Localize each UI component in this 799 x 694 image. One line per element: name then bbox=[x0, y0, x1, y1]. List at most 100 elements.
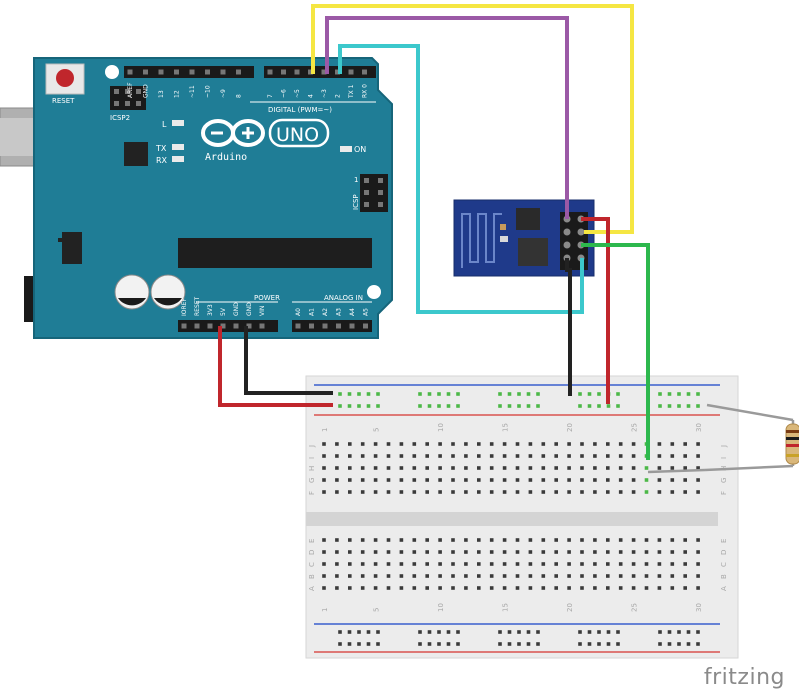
terminal-hole bbox=[464, 442, 468, 446]
rail-hole bbox=[347, 642, 352, 646]
rail-hole bbox=[696, 392, 700, 396]
digital-pin bbox=[281, 69, 286, 75]
terminal-hole bbox=[606, 538, 610, 542]
terminal-hole bbox=[696, 538, 700, 542]
terminal-hole bbox=[335, 538, 339, 542]
terminal-hole bbox=[554, 550, 558, 554]
terminal-hole bbox=[541, 586, 546, 590]
terminal-hole bbox=[425, 562, 429, 566]
row-letter: A bbox=[308, 586, 316, 591]
rail-hole bbox=[446, 630, 451, 634]
rail-hole bbox=[526, 642, 531, 646]
analog-header bbox=[292, 320, 372, 332]
terminal-hole bbox=[489, 550, 494, 554]
terminal-hole bbox=[554, 586, 558, 590]
terminal-hole bbox=[412, 574, 417, 578]
rail-hole bbox=[507, 642, 512, 646]
terminal-hole bbox=[373, 454, 378, 458]
terminal-hole bbox=[593, 466, 597, 470]
terminal-hole bbox=[438, 442, 442, 446]
terminal-hole bbox=[618, 538, 623, 542]
rail-hole bbox=[536, 642, 540, 646]
terminal-hole bbox=[489, 454, 494, 458]
terminal-hole bbox=[489, 466, 494, 470]
terminal-hole bbox=[580, 538, 584, 542]
digital-pin bbox=[205, 69, 210, 75]
terminal-hole bbox=[322, 550, 326, 554]
terminal-hole bbox=[683, 586, 687, 590]
digital-pin-label: 8 bbox=[236, 94, 243, 98]
terminal-hole bbox=[631, 538, 636, 542]
rail-hole bbox=[357, 630, 361, 634]
terminal-hole bbox=[360, 442, 365, 446]
terminal-hole bbox=[386, 562, 391, 566]
terminal-hole bbox=[644, 466, 649, 470]
rail-hole bbox=[437, 404, 441, 408]
digital-label: DIGITAL (PWM=~) bbox=[268, 106, 332, 114]
rail-hole bbox=[686, 392, 691, 396]
terminal-hole bbox=[541, 466, 546, 470]
terminal-hole bbox=[502, 586, 507, 590]
digital-pin bbox=[143, 69, 148, 75]
terminal-hole bbox=[515, 538, 520, 542]
rail-hole bbox=[658, 404, 662, 408]
terminal-hole bbox=[477, 478, 481, 482]
terminal-hole bbox=[683, 490, 687, 494]
terminal-hole bbox=[412, 478, 417, 482]
terminal-hole bbox=[515, 442, 520, 446]
power-pin bbox=[233, 323, 239, 329]
esp-chip-main bbox=[518, 238, 548, 266]
terminal-hole bbox=[451, 550, 455, 554]
terminal-hole bbox=[580, 550, 584, 554]
power-pin bbox=[181, 323, 187, 329]
terminal-hole bbox=[412, 490, 417, 494]
terminal-hole bbox=[567, 442, 571, 446]
rail-hole bbox=[536, 392, 540, 396]
digital-pin-label: ~5 bbox=[294, 89, 301, 98]
analog-pin-label: A4 bbox=[349, 308, 356, 316]
terminal-hole bbox=[606, 478, 610, 482]
terminal-hole bbox=[670, 466, 675, 470]
terminal-hole bbox=[657, 586, 662, 590]
analog-pin-label: A2 bbox=[322, 308, 329, 316]
power-pin bbox=[207, 323, 213, 329]
terminal-hole bbox=[425, 454, 429, 458]
power-pin bbox=[246, 323, 252, 329]
terminal-hole bbox=[541, 562, 546, 566]
terminal-hole bbox=[580, 586, 584, 590]
terminal-hole bbox=[554, 574, 558, 578]
terminal-hole bbox=[386, 442, 391, 446]
terminal-hole bbox=[606, 562, 610, 566]
terminal-hole bbox=[335, 586, 339, 590]
terminal-hole bbox=[373, 550, 378, 554]
terminal-hole bbox=[657, 562, 662, 566]
terminal-hole bbox=[618, 466, 623, 470]
terminal-hole bbox=[502, 562, 507, 566]
terminal-hole bbox=[348, 490, 352, 494]
terminal-hole bbox=[373, 538, 378, 542]
terminal-hole bbox=[631, 454, 636, 458]
rail-hole bbox=[446, 642, 451, 646]
terminal-hole bbox=[425, 586, 429, 590]
terminal-hole bbox=[593, 574, 597, 578]
terminal-hole bbox=[696, 550, 700, 554]
center-channel bbox=[306, 512, 718, 526]
rail-hole bbox=[517, 392, 521, 396]
terminal-hole bbox=[489, 586, 494, 590]
terminal-hole bbox=[451, 490, 455, 494]
breadboard: 115510101515202025253030JJIIHHGGFFEEDDCC… bbox=[305, 375, 739, 659]
terminal-hole bbox=[515, 490, 520, 494]
terminal-hole bbox=[618, 586, 623, 590]
terminal-hole bbox=[451, 454, 455, 458]
row-letter: B bbox=[308, 574, 316, 579]
terminal-hole bbox=[451, 586, 455, 590]
terminal-hole bbox=[541, 538, 546, 542]
row-letter: J bbox=[308, 445, 316, 448]
terminal-hole bbox=[606, 586, 610, 590]
rail-hole bbox=[376, 642, 380, 646]
rail-hole bbox=[357, 642, 361, 646]
terminal-hole bbox=[502, 538, 507, 542]
terminal-hole bbox=[322, 538, 326, 542]
terminal-hole bbox=[451, 574, 455, 578]
icsp-label: ICSP bbox=[352, 194, 360, 210]
